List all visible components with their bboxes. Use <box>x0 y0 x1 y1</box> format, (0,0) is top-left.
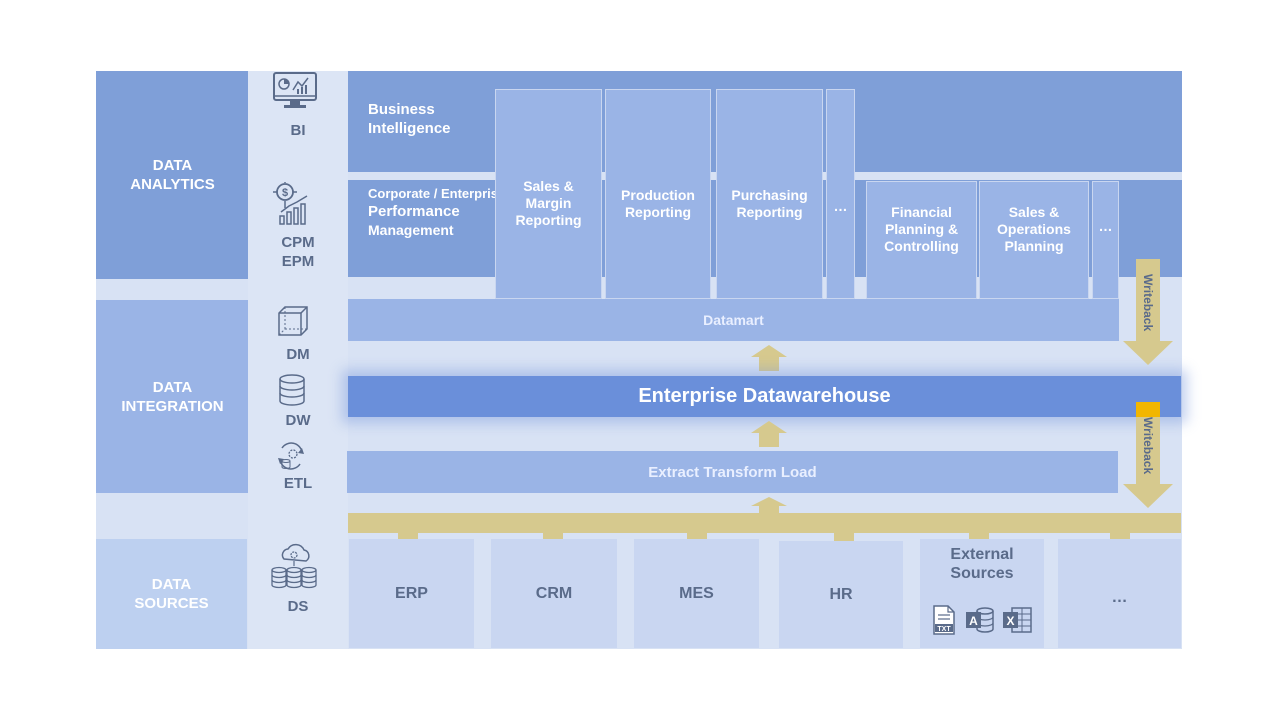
connector-stub <box>969 533 989 544</box>
txt-file-icon: TXT <box>932 605 956 635</box>
writeback-label: Writeback <box>1141 274 1155 332</box>
connector-stub <box>834 533 854 544</box>
icon-label-dw: DW <box>285 412 311 429</box>
icon-label-cpm: CPM EPM <box>281 234 315 270</box>
source-connector-bar <box>348 513 1181 533</box>
connector-stub <box>687 533 707 544</box>
monitor-chart-icon <box>273 72 317 110</box>
cpm-column-more: … <box>1092 181 1119 299</box>
connector-stub <box>1110 533 1130 544</box>
writeback-arrow-down-icon <box>1123 402 1173 508</box>
cpm-band-label: Corporate / Enterprise Performance Manag… <box>368 186 496 238</box>
cycle-icon <box>276 440 306 472</box>
money-chart-icon: $ <box>273 182 313 226</box>
etl-bar: Extract Transform Load <box>347 451 1118 493</box>
svg-text:A: A <box>969 614 978 628</box>
icon-label-ds: DS <box>287 598 309 615</box>
cube-icon <box>277 305 309 337</box>
connector-stub <box>398 533 418 544</box>
source-mes: MES <box>634 539 759 648</box>
edw-bar: Enterprise Datawarehouse <box>348 376 1181 417</box>
writeback-arrow-down-icon <box>1123 259 1173 365</box>
excel-file-icon: X <box>1002 607 1032 633</box>
arrow-up-icon <box>751 421 787 447</box>
datamart-bar: Datamart <box>348 299 1119 341</box>
source-crm: CRM <box>491 539 617 648</box>
database-icon <box>278 374 306 406</box>
cloud-database-icon <box>270 541 318 589</box>
arrow-up-icon <box>751 345 787 371</box>
svg-text:TXT: TXT <box>937 626 951 633</box>
bi-column-more: … <box>826 89 855 299</box>
arrow-up-icon <box>751 497 787 513</box>
icon-label-etl: ETL <box>283 475 313 492</box>
icon-column <box>248 71 348 649</box>
source-hr: HR <box>779 541 903 648</box>
access-file-icon: A <box>965 606 995 634</box>
svg-text:$: $ <box>282 187 288 199</box>
icon-label-bi: BI <box>290 122 306 139</box>
bi-band-label: Business Intelligence <box>368 101 451 137</box>
connector-stub <box>543 533 563 544</box>
icon-label-dm: DM <box>286 346 310 363</box>
writeback-accent <box>1136 402 1160 417</box>
source-more: … <box>1058 539 1181 648</box>
writeback-label: Writeback <box>1141 417 1155 475</box>
svg-text:X: X <box>1006 614 1014 628</box>
source-erp: ERP <box>349 539 474 648</box>
